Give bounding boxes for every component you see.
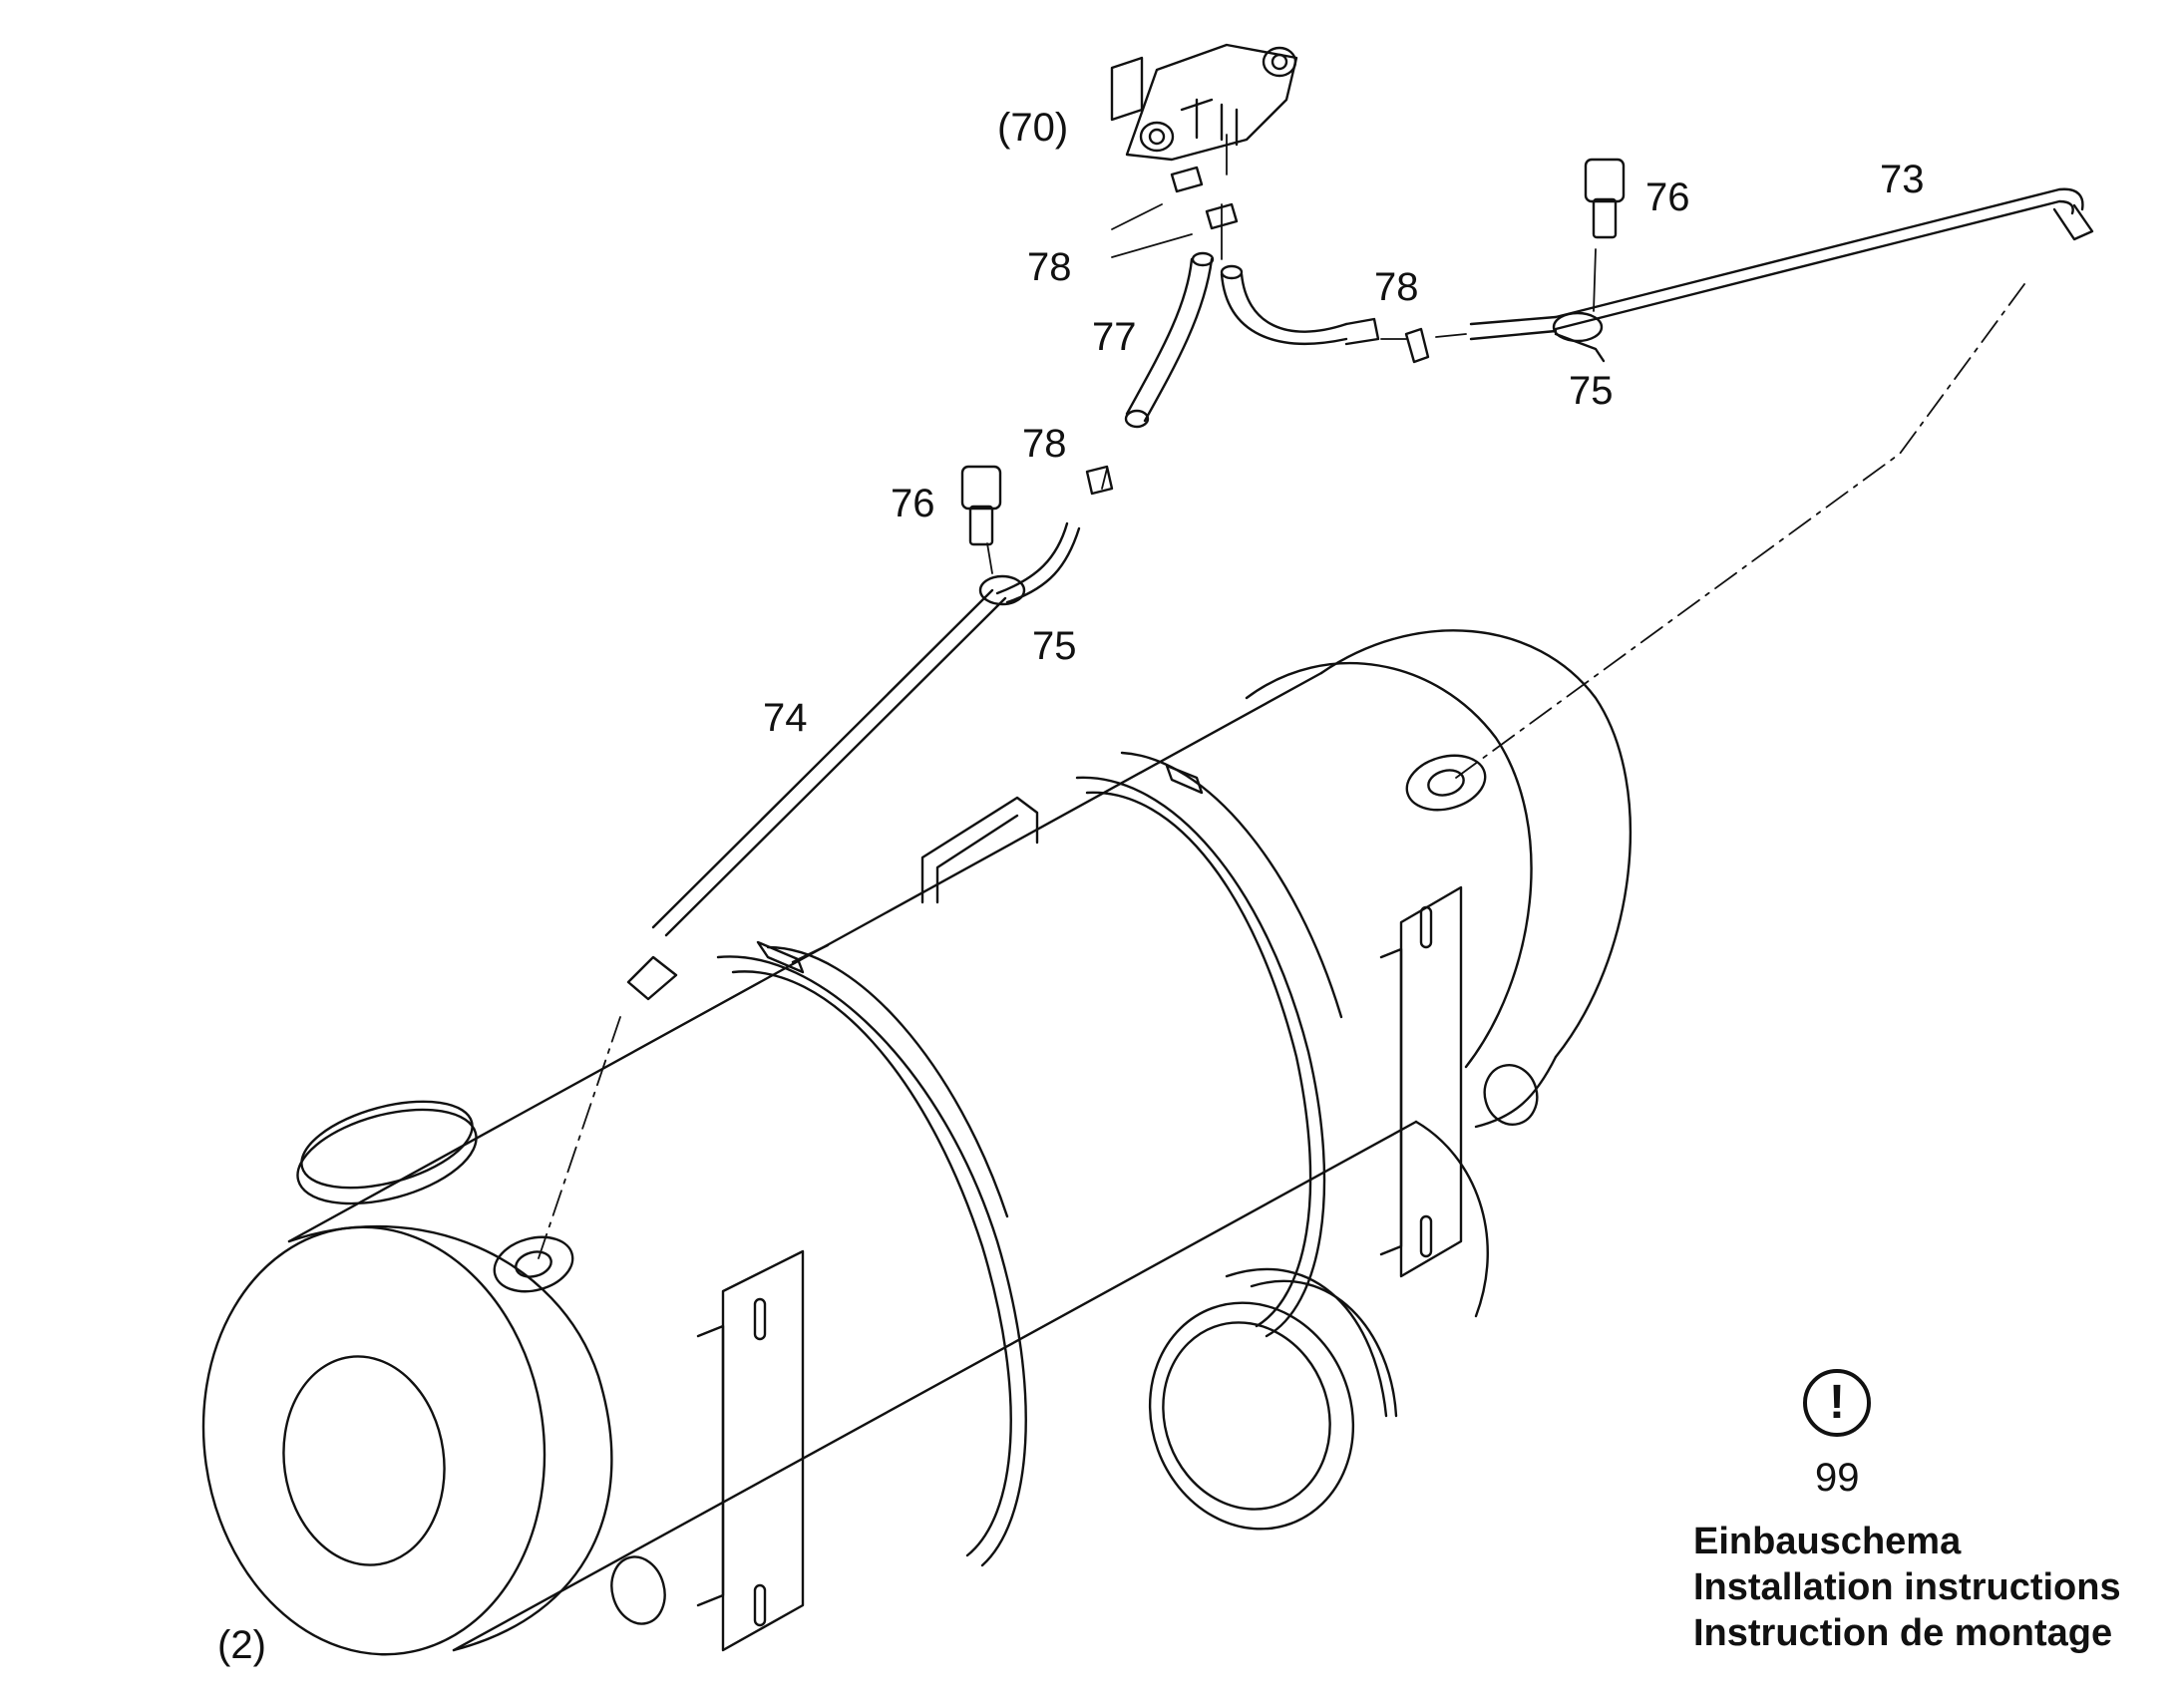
callout-78: 78 [1022, 422, 1067, 466]
muffler-body [177, 630, 1631, 1676]
leader-lines [987, 135, 1596, 573]
callout-78: 78 [1374, 265, 1419, 309]
hose-clamp [1087, 168, 1428, 494]
callout-76: 76 [1645, 175, 1690, 219]
callout-74: 74 [763, 696, 808, 740]
pipe [1471, 189, 2092, 361]
note-line-en: Installation instructions [1693, 1566, 2121, 1608]
callout-77: 77 [1092, 315, 1137, 359]
hose [1126, 253, 1378, 427]
pipe [628, 523, 1079, 999]
callout-75: 75 [1032, 624, 1077, 668]
warning-icon: ! [1803, 1369, 1871, 1437]
pressure-sensor [1112, 45, 1296, 160]
center-lines [539, 284, 2024, 1258]
note-number: 99 [1815, 1456, 1860, 1500]
note-line-de: Einbauschema [1693, 1521, 1962, 1562]
callout-75: 75 [1569, 369, 1614, 413]
callout-76: 76 [891, 482, 935, 525]
callout-78: 78 [1027, 245, 1072, 289]
bolt [962, 160, 1624, 544]
note-line-fr: Instruction de montage [1693, 1612, 2113, 1654]
callout-2: (2) [217, 1623, 266, 1667]
callout-73: 73 [1880, 158, 1925, 201]
callout-70: (70) [997, 106, 1069, 150]
